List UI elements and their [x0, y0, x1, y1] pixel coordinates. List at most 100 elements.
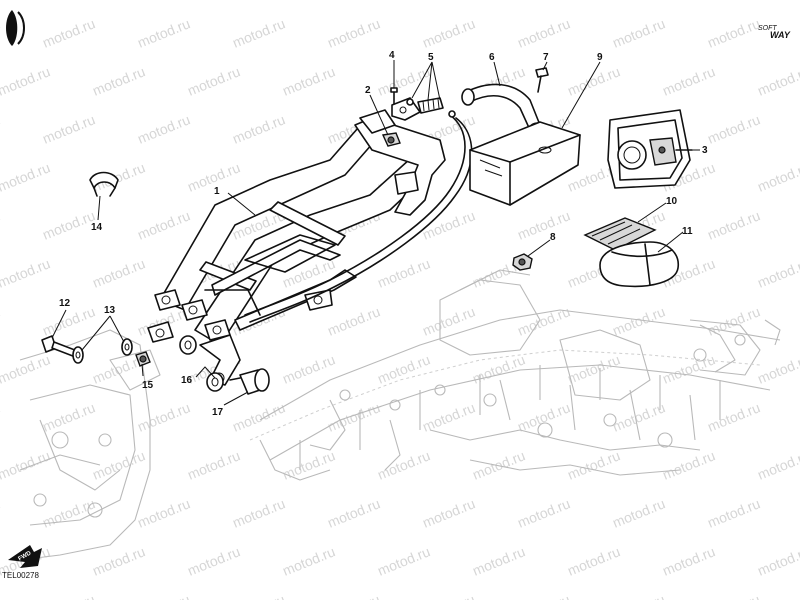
part-bolt-7 — [535, 67, 549, 93]
watermark-text: motod.ru — [325, 591, 382, 600]
watermark-text: motod.ru — [705, 495, 762, 531]
watermark-text: motod.ru — [375, 447, 432, 483]
callout-3: 3 — [702, 145, 708, 156]
reference-code: TEL00278 — [2, 571, 39, 580]
watermark-text: motod.ru — [280, 0, 337, 3]
watermark-text: motod.ru — [135, 207, 192, 243]
part-nut-8 — [512, 253, 533, 271]
watermark-text: motod.ru — [470, 351, 527, 387]
watermark-text: motod.ru — [0, 447, 52, 483]
watermark-text: motod.ru — [755, 351, 800, 387]
watermark-text: motod.ru — [660, 0, 717, 3]
watermark-text: motod.ru — [135, 111, 192, 147]
watermark-text: motod.ru — [40, 399, 97, 435]
watermark-text: motod.ru — [280, 351, 337, 387]
part-pouch-11 — [599, 241, 679, 288]
watermark-text: motod.ru — [420, 15, 477, 51]
part-bushing-16 — [179, 335, 224, 392]
part-tail-light-3 — [607, 109, 693, 189]
watermark-text: motod.ru — [280, 543, 337, 579]
watermark-text: motod.ru — [420, 399, 477, 435]
watermark-text: motod.ru — [185, 63, 242, 99]
watermark-text: motod.ru — [610, 591, 667, 600]
watermark-text: motod.ru — [230, 111, 287, 147]
callout-13: 13 — [104, 305, 116, 316]
watermark-text: motod.ru — [470, 543, 527, 579]
watermark-text: motod.ru — [515, 15, 572, 51]
watermark-text: motod.ru — [515, 303, 572, 339]
watermark-text: motod.ru — [325, 495, 382, 531]
watermark-text: motod.ru — [660, 543, 717, 579]
watermark-text: motod.ru — [565, 447, 622, 483]
watermark-text: motod.ru — [135, 591, 192, 600]
callout-17: 17 — [212, 407, 224, 418]
watermark-text: motod.ru — [705, 15, 762, 51]
callout-1: 1 — [214, 186, 220, 197]
watermark-text: motod.ru — [610, 15, 667, 51]
watermark-text: motod.ru — [90, 63, 147, 99]
ghost-frame-assembly — [19, 269, 781, 561]
callout-4: 4 — [389, 50, 395, 61]
watermark-text: motod.ru — [610, 495, 667, 531]
part-nut-15 — [135, 351, 151, 367]
brand-line1: SOFT — [758, 25, 777, 32]
watermark-text: motod.ru — [610, 399, 667, 435]
callout-11: 11 — [682, 226, 693, 237]
watermark-text: motod.ru — [375, 255, 432, 291]
watermark-text: motod.ru — [470, 0, 527, 3]
watermark-text: motod.ru — [755, 255, 800, 291]
watermark-text: motod.ru — [515, 591, 572, 600]
part-nut-2 — [381, 132, 401, 147]
watermark-text: motod.ru — [375, 351, 432, 387]
leader-lines — [51, 60, 700, 406]
watermark-text: motod.ru — [755, 0, 800, 3]
watermark-text: motod.ru — [0, 351, 52, 387]
logo-icon — [6, 10, 25, 46]
part-pad-10 — [583, 217, 657, 251]
watermark-text: motod.ru — [0, 111, 2, 147]
watermark-text: motod.ru — [0, 15, 2, 51]
rear-subframe — [147, 109, 446, 386]
watermark-text: motod.ru — [40, 591, 97, 600]
watermark-text: motod.ru — [0, 0, 52, 3]
callout-16: 16 — [181, 375, 193, 386]
watermark-text: motod.ru — [420, 303, 477, 339]
watermark-text: motod.ru — [185, 447, 242, 483]
watermark-text: motod.ru — [515, 207, 572, 243]
watermark-text: motod.ru — [660, 63, 717, 99]
callout-9: 9 — [597, 52, 603, 63]
brand-line2: WAY — [770, 30, 791, 40]
watermark-text: motod.ru — [0, 159, 52, 195]
watermark-text: motod.ru — [565, 543, 622, 579]
watermark-text: motod.ru — [0, 495, 2, 531]
part-washers-13 — [72, 338, 133, 364]
watermark-text: motod.ru — [230, 495, 287, 531]
watermark-text: motod.ru — [375, 63, 432, 99]
watermark-text: motod.ru — [90, 255, 147, 291]
callout-15: 15 — [142, 380, 154, 391]
part-tray-9 — [469, 121, 581, 206]
part-clip-14 — [89, 171, 119, 197]
watermark-text: motod.ru — [375, 543, 432, 579]
watermark-text: motod.ru — [0, 591, 2, 600]
watermark-text: motod.ru — [185, 543, 242, 579]
watermark-text: motod.ru — [420, 495, 477, 531]
watermark-text: motod.ru — [755, 63, 800, 99]
watermark-text: motod.ru — [0, 399, 2, 435]
watermark-text: motod.ru — [135, 15, 192, 51]
watermark-text: motod.ru — [470, 447, 527, 483]
watermark-text: motod.ru — [325, 303, 382, 339]
watermark-text: motod.ru — [230, 591, 287, 600]
callout-12: 12 — [59, 298, 71, 309]
watermark-text: motod.ru — [375, 0, 432, 3]
watermark-text: motod.ru — [705, 111, 762, 147]
callout-8: 8 — [550, 232, 556, 243]
watermark-text: motod.ru — [40, 111, 97, 147]
watermark-text: motod.ru — [660, 447, 717, 483]
watermark-text: motod.ru — [135, 495, 192, 531]
watermark-text: motod.ru — [185, 0, 242, 3]
part-plug-17 — [229, 368, 270, 395]
callout-2: 2 — [365, 85, 371, 96]
